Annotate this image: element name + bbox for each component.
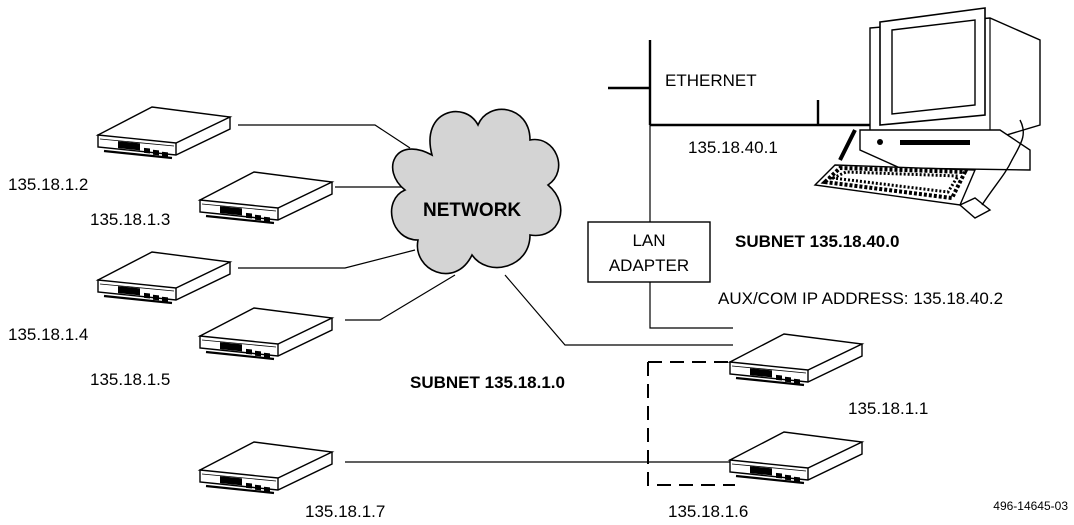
- lan-adapter-box: [587, 221, 711, 283]
- device-ip-label: 135.18.1.5: [90, 370, 170, 389]
- network-links: [238, 124, 735, 486]
- subnet-1-label: SUBNET 135.18.1.0: [410, 373, 565, 392]
- aux-com-label: AUX/COM IP ADDRESS: 135.18.40.2: [718, 289, 1003, 308]
- ethernet-label: ETHERNET: [665, 71, 757, 90]
- device-ip-label: 135.18.1.2: [8, 175, 88, 194]
- modem-icon: [198, 440, 334, 495]
- ethernet-bus: [608, 40, 870, 127]
- modem-icon: [728, 430, 864, 485]
- device-ip-label: 135.18.1.4: [8, 325, 88, 344]
- figure-id: 496-14645-03: [993, 499, 1068, 513]
- modem-icon: [198, 306, 334, 361]
- device-ip-label: 135.18.1.3: [90, 210, 170, 229]
- cloud-icon: [390, 108, 562, 275]
- mouse-icon: [838, 119, 1024, 219]
- subnet-40-label: SUBNET 135.18.40.0: [735, 232, 899, 251]
- computer-icon: [859, 7, 1041, 171]
- modem-icon: [96, 105, 232, 160]
- device-ip-label: 135.18.1.6: [668, 502, 748, 521]
- keyboard-icon: [813, 164, 977, 206]
- lan-adapter-line2: ADAPTER: [609, 256, 689, 275]
- modem-icon: [728, 332, 864, 387]
- lan-adapter-line1: LAN: [632, 231, 665, 250]
- modem-icon: [198, 170, 334, 225]
- network-label: NETWORK: [423, 200, 521, 221]
- ethernet-ip-label: 135.18.40.1: [688, 138, 778, 157]
- device-ip-label: 135.18.1.1: [848, 399, 928, 418]
- modem-icon: [96, 250, 232, 305]
- device-ip-label: 135.18.1.7: [305, 502, 385, 521]
